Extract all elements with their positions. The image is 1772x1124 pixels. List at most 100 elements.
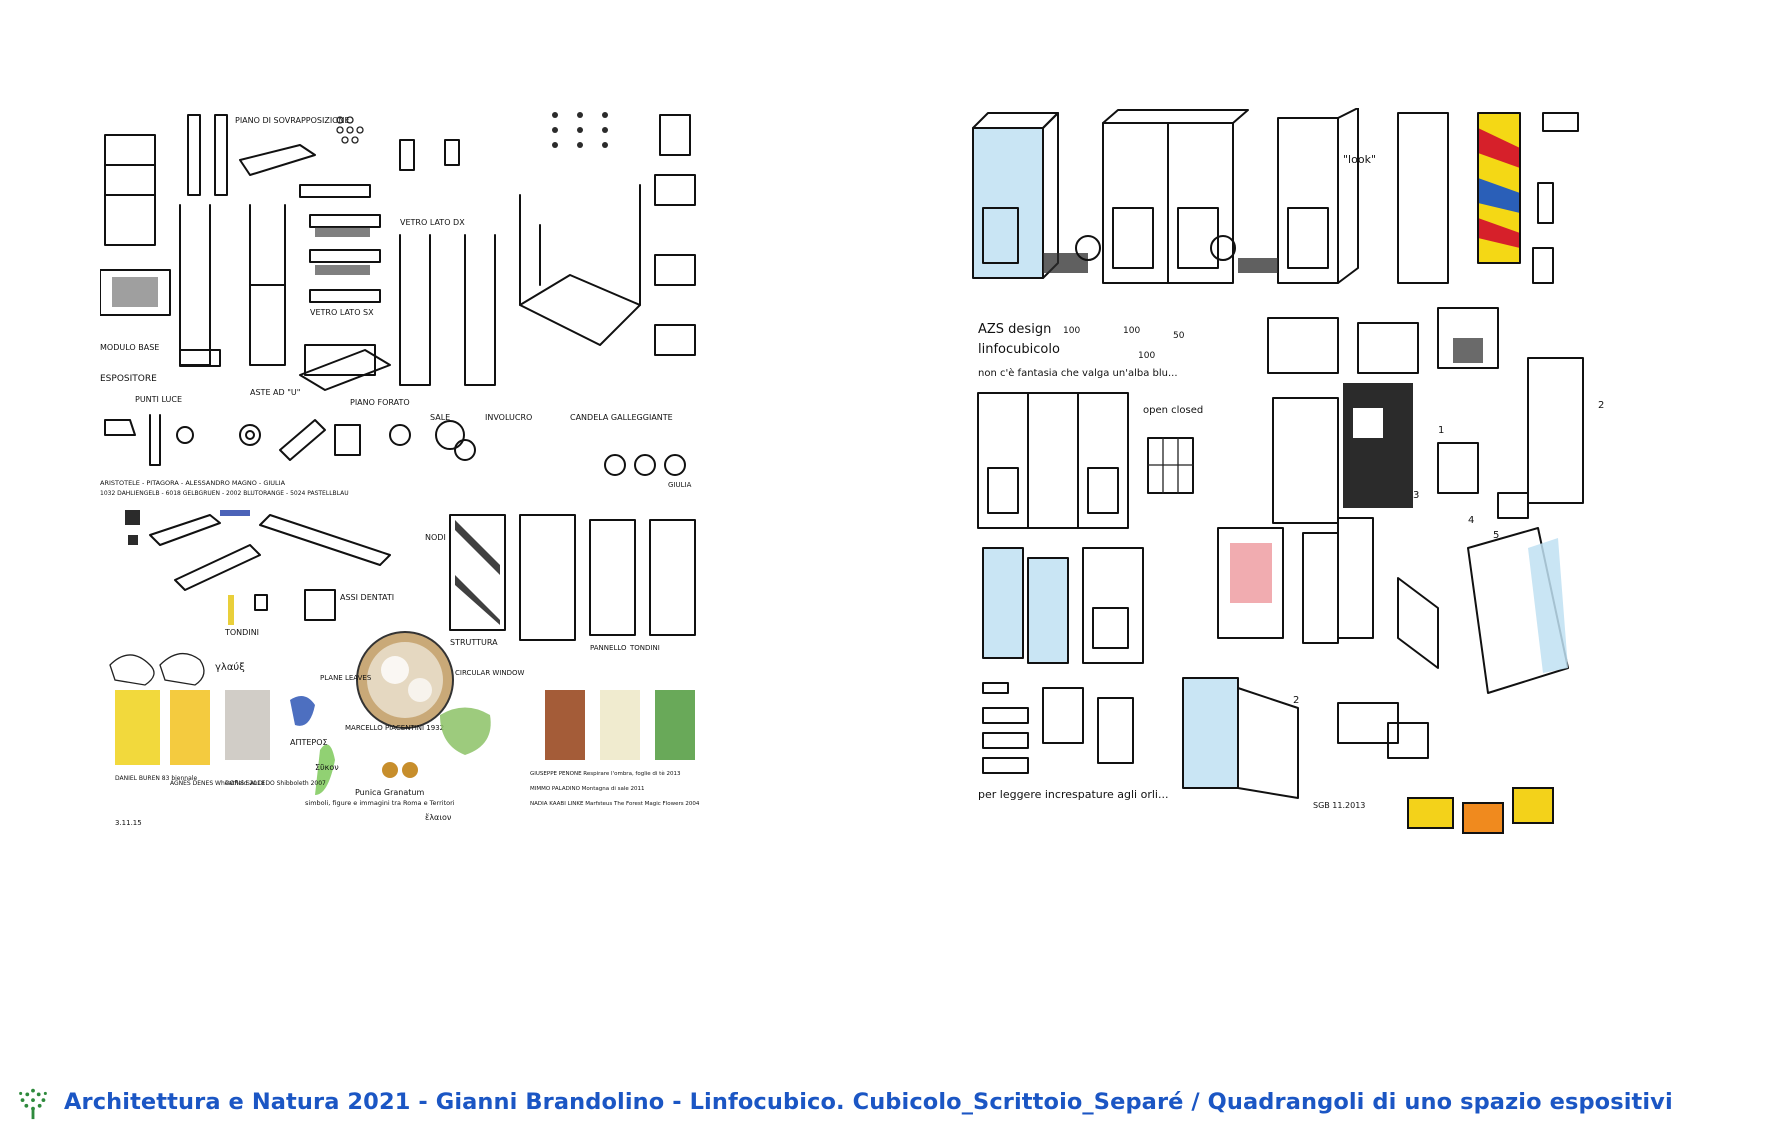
label-artist5: MIMMO PALADINO Montagna di sale 2011 xyxy=(530,786,645,792)
label-circular-window: CIRCULAR WINDOW xyxy=(455,669,525,677)
label-dim2: 100 xyxy=(1123,326,1140,336)
cubicle-top-3 xyxy=(1238,108,1359,284)
swatch-yellow-stripes xyxy=(115,690,160,765)
label-bottom-note: per leggere increspature agli orli... xyxy=(978,788,1168,801)
swatch-yellow-dots xyxy=(170,690,210,765)
dots-grid xyxy=(552,112,608,148)
cubes-middle xyxy=(1267,307,1499,374)
label-assi-dentati: ASSI DENTATI xyxy=(340,593,394,602)
label-artist1: DANIEL BUREN 83 biennale xyxy=(115,775,197,782)
label-dim4: 100 xyxy=(1138,351,1155,361)
label-yllake: γλαύξ xyxy=(215,661,245,673)
label-dim3: 50 xyxy=(1173,331,1185,341)
aste-sketch xyxy=(179,114,286,367)
black-cabinet xyxy=(1272,383,1413,524)
swatch-fruit-2 xyxy=(402,762,418,778)
label-num-4: 4 xyxy=(1468,515,1474,526)
shelves-sketch xyxy=(239,144,391,391)
structure-sketch xyxy=(519,114,696,356)
label-num-1: 1 xyxy=(1438,425,1444,436)
swatch-pale-salt xyxy=(600,690,640,760)
label-elaion: ἔλαιον xyxy=(425,813,452,822)
window-grid xyxy=(1147,437,1194,494)
label-artist2: AGNES DENES Wheatfield 2018 xyxy=(170,780,265,787)
swatches xyxy=(115,690,695,795)
label-sale: SALE xyxy=(430,413,450,422)
label-pannello: PANNELLO xyxy=(590,644,627,652)
swatch-green-figure xyxy=(315,744,335,795)
label-signature-date: 3.11.15 xyxy=(115,819,142,827)
label-color-codes: 1032 DAHLIENGELB - 6018 GELBGRUEN - 2002… xyxy=(100,490,349,497)
birds-sketch xyxy=(109,653,205,686)
left-sketch-sheet: MODULO BASE ESPOSITORE ASTE AD "U" PIANO… xyxy=(100,105,802,955)
assi-dentati-sketch xyxy=(125,510,391,621)
cubicle-lower-tower xyxy=(1302,517,1439,669)
label-open-closed: open closed xyxy=(1143,405,1203,416)
cubicle-lower-slant xyxy=(1467,527,1569,694)
label-modulo-base: MODULO BASE xyxy=(100,343,159,352)
label-num-3: 3 xyxy=(1413,490,1419,501)
cubicle-lower-2 xyxy=(1082,547,1144,664)
bottom-shelves xyxy=(1337,702,1429,759)
label-title: AZS design xyxy=(978,322,1051,337)
hinge-details xyxy=(1532,112,1579,284)
label-artist6: NADIA KAABI LINKE Marfsteus The Forest M… xyxy=(530,801,700,807)
right-sketch-sheet: "look" AZS design linfocubicolo non c'è … xyxy=(968,108,1738,903)
label-piano-forato: PIANO FORATO xyxy=(350,398,410,407)
dots-pattern xyxy=(336,116,364,144)
blue-rod xyxy=(220,510,250,516)
small-elements xyxy=(982,682,1134,774)
label-dim1: 100 xyxy=(1063,326,1080,336)
label-vetro-lato-dx: VETRO LATO DX xyxy=(400,218,465,227)
modulo-base-sketch xyxy=(100,134,171,316)
swatch-green-leaves xyxy=(440,707,491,755)
cubicle-pink xyxy=(1217,527,1284,639)
yellow-orange-modules xyxy=(1407,787,1554,834)
label-tondini: TONDINI xyxy=(224,628,259,637)
cubicle-top-1 xyxy=(972,112,1088,279)
tall-cabinet xyxy=(1437,357,1584,519)
label-struttura: STRUTTURA xyxy=(450,638,498,647)
label-subtitle: linfocubicolo xyxy=(978,342,1060,357)
swatch-grey-stone xyxy=(225,690,270,760)
tree-logo-icon xyxy=(19,1088,47,1120)
skull-icon xyxy=(1075,235,1236,261)
label-punti-luce: PUNTI LUCE xyxy=(135,395,182,404)
label-marcello: MARCELLO PIACENTINI 1932 xyxy=(345,724,444,732)
swatch-blue-bird xyxy=(290,696,315,726)
yellow-rod xyxy=(228,595,234,625)
label-look: "look" xyxy=(1343,153,1376,166)
label-piano-sovrapposizione: PIANO DI SOVRAPPOSIZIONE xyxy=(235,116,350,125)
caption-bar: Architettura e Natura 2021 - Gianni Bran… xyxy=(14,1080,1758,1124)
label-candela: CANDELA GALLEGGIANTE xyxy=(570,413,673,422)
label-espositore: ESPOSITORE xyxy=(100,374,157,384)
cubicle-lower-blue xyxy=(982,547,1069,664)
sphere-row xyxy=(604,454,686,476)
vertical-frame-sketch xyxy=(399,139,496,386)
figure-caption: Architettura e Natura 2021 - Gianni Bran… xyxy=(64,1089,1673,1115)
bottom-blue-box xyxy=(1182,677,1299,799)
label-involucro: INVOLUCRO xyxy=(485,413,532,422)
label-num-6: 2 xyxy=(1293,695,1299,706)
cabinet-open xyxy=(977,392,1129,529)
cubicle-top-2 xyxy=(1102,109,1249,284)
lights-sketch xyxy=(104,414,476,466)
label-signature: SGB 11.2013 xyxy=(1313,801,1365,810)
label-num-5: 5 xyxy=(1493,530,1499,541)
label-tagline: non c'è fantasia che valga un'alba blu..… xyxy=(978,367,1178,379)
label-sukon: Σῦκον xyxy=(315,763,339,772)
swatch-brown-leaves xyxy=(545,690,585,760)
label-nodi: NODI xyxy=(425,533,446,542)
swatch-green-forest xyxy=(655,690,695,760)
label-tondini2: TONDINI xyxy=(629,644,660,652)
label-vetro-lato-sx: VETRO LATO SX xyxy=(310,308,374,317)
right-sketch-drawing: "look" AZS design linfocubicolo non c'è … xyxy=(972,108,1604,834)
label-giulia: GIULIA xyxy=(668,481,692,489)
label-artist3: DORIS SALCEDO Shibboleth 2007 xyxy=(225,780,326,787)
cubicle-top-4-pattern xyxy=(1397,112,1521,284)
label-simboli: simboli, figure e immagini tra Roma e Te… xyxy=(305,799,455,807)
circular-window-sketch xyxy=(356,631,454,729)
label-num-2: 2 xyxy=(1598,400,1604,411)
label-artist4: GIUSEPPE PENONE Respirare l'ombra, fogli… xyxy=(530,770,681,777)
label-colors: ARISTOTELE - PITAGORA - ALESSANDRO MAGNO… xyxy=(100,479,286,487)
